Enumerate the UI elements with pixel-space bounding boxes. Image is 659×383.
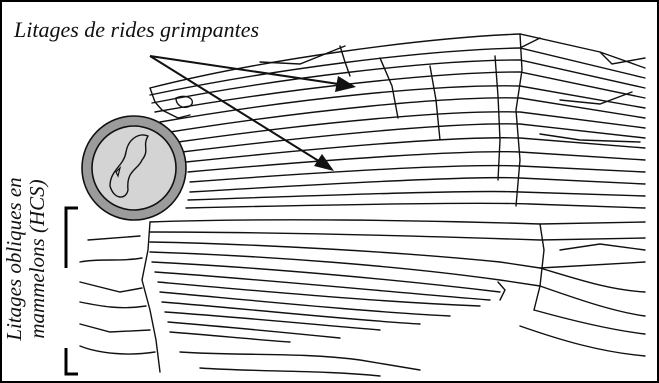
hcs-laminations	[80, 220, 645, 376]
hcs-bracket	[66, 208, 78, 374]
arrow-ripples-upper	[150, 56, 352, 86]
label-hcs-line1: Litages obliques en	[3, 138, 26, 380]
label-hcs: Litages obliques en mammelons (HCS)	[3, 138, 49, 380]
arrow-heads	[314, 76, 356, 171]
coin-scale	[82, 116, 186, 220]
label-hcs-line2: mammelons (HCS)	[26, 138, 49, 380]
label-climbing-ripples: Litages de rides grimpantes	[14, 19, 259, 41]
ripple-laminations	[150, 34, 645, 208]
arrowhead-lower	[314, 154, 334, 171]
